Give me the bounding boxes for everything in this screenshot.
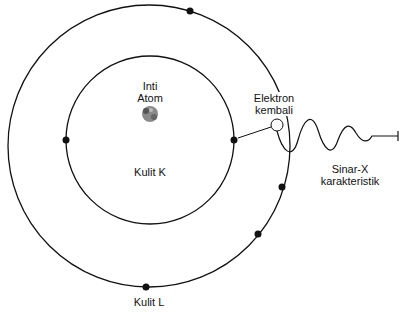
returning-electron: [271, 119, 283, 131]
shell-label: Kulit K: [120, 166, 180, 178]
callout-label: Elektron kembali: [245, 92, 303, 116]
shell-k: [66, 56, 234, 224]
radiation-label: Sinar-X karakteristik: [311, 163, 389, 187]
wave-tip: [397, 131, 398, 141]
electron-dots: [63, 8, 286, 291]
shell-l: [8, 5, 290, 287]
leader-line: [238, 127, 271, 138]
x-ray-wave: [277, 119, 398, 151]
nucleus: [142, 106, 158, 122]
part-label: Inti Atom: [130, 80, 170, 104]
shell-label: Kulit L: [119, 296, 179, 308]
